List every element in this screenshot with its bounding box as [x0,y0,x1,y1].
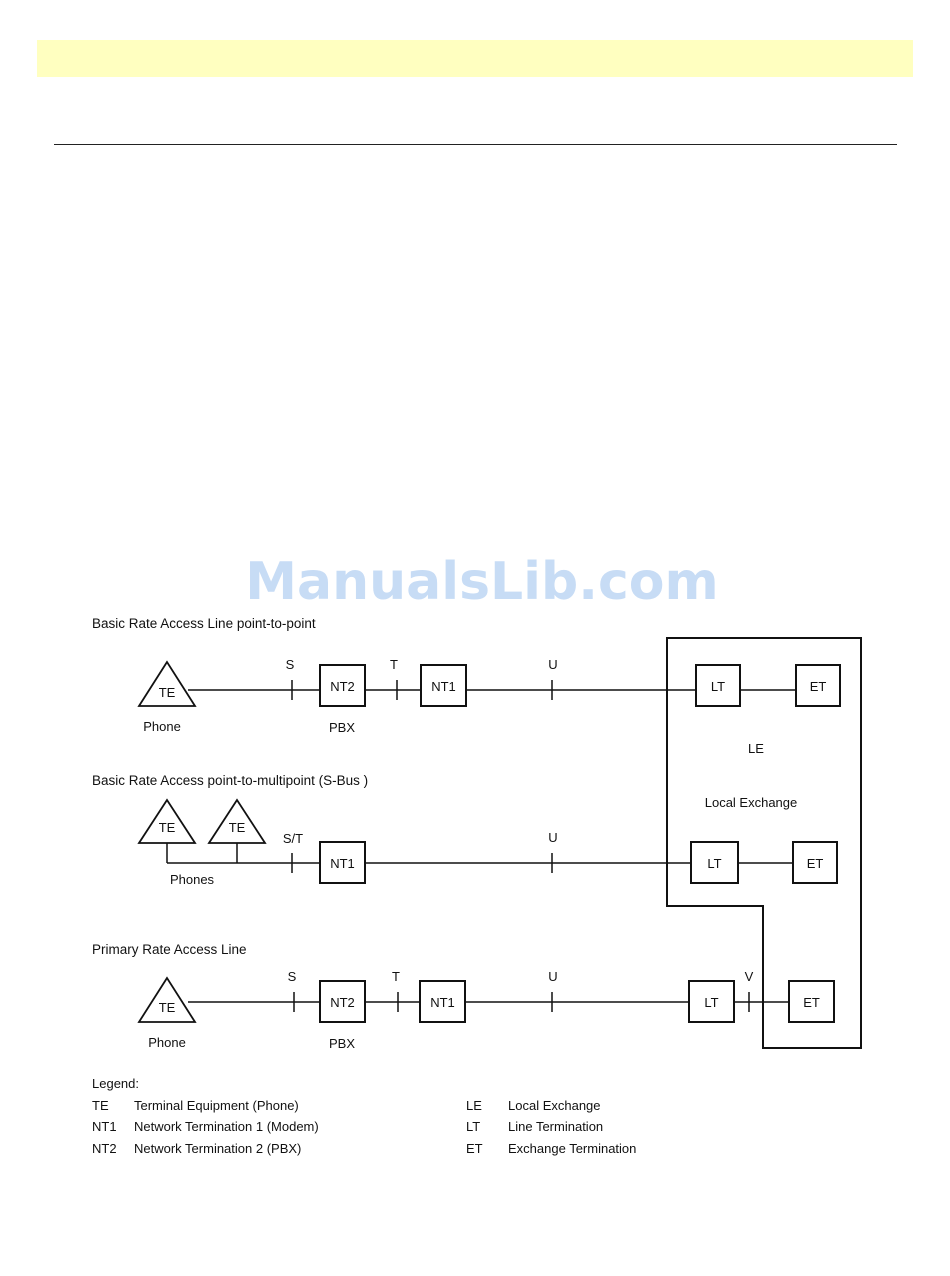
lt-label: LT [707,856,721,871]
legend-desc: Exchange Termination [508,1141,636,1156]
legend-desc: Terminal Equipment (Phone) [134,1098,299,1113]
lt-label: LT [711,679,725,694]
nt1-box: NT1 [420,664,467,707]
nt1-box: NT1 [419,980,466,1023]
legend: Legend: TE Terminal Equipment (Phone) NT… [92,1076,636,1156]
nt1-label: NT1 [330,856,355,871]
legend-desc: Network Termination 1 (Modem) [134,1119,319,1134]
ref-point-t: T [390,657,398,672]
section-title-primary-rate: Primary Rate Access Line [92,942,247,957]
local-exchange-outline [666,637,862,1049]
legend-abbr: NT2 [92,1141,117,1156]
te-label: TE [229,820,246,835]
nt1-box: NT1 [319,841,366,884]
ref-point-t: T [392,969,400,984]
legend-abbr: LE [466,1098,482,1113]
legend-abbr: LT [466,1119,480,1134]
ref-point-s: S [288,969,297,984]
et-label: ET [810,679,827,694]
et-box: ET [795,664,841,707]
nt2-label: NT2 [330,995,355,1010]
te-label: TE [159,820,176,835]
nt1-label: NT1 [431,679,456,694]
header-rule [54,144,897,145]
lt-label: LT [704,995,718,1010]
nt2-box: NT2 [319,664,366,707]
te-label: TE [159,1000,176,1015]
lt-box: LT [688,980,735,1023]
phones-caption: Phones [170,872,215,887]
nt2-box: NT2 [319,980,366,1023]
legend-title: Legend: [92,1076,139,1091]
lt-box: LT [690,841,739,884]
pbx-caption: PBX [329,1036,355,1051]
legend-abbr: NT1 [92,1119,117,1134]
row2-lines [166,843,793,873]
watermark: ManualsLib.com [245,552,719,612]
legend-desc: Local Exchange [508,1098,601,1113]
et-label: ET [803,995,820,1010]
nt1-label: NT1 [430,995,455,1010]
legend-abbr: ET [466,1141,483,1156]
te-terminal: TE [137,798,197,844]
ref-point-st: S/T [283,831,303,846]
te-terminal: TE [137,976,197,1023]
row1-lines [188,680,796,700]
header-band [37,40,913,77]
le-caption: LE [748,741,764,756]
row3-lines [188,992,789,1012]
et-label: ET [807,856,824,871]
et-box: ET [792,841,838,884]
te-label: TE [159,685,176,700]
phone-caption: Phone [148,1035,186,1050]
et-box: ET [788,980,835,1023]
te-terminal: TE [137,660,197,707]
lt-box: LT [695,664,741,707]
ref-point-u: U [548,830,557,845]
ref-point-u: U [548,657,557,672]
nt2-label: NT2 [330,679,355,694]
ref-point-u: U [548,969,557,984]
pbx-caption: PBX [329,720,355,735]
phone-caption: Phone [143,719,181,734]
legend-abbr: TE [92,1098,109,1113]
te-terminal: TE [207,798,267,844]
legend-desc: Line Termination [508,1119,603,1134]
ref-point-s: S [286,657,295,672]
local-exchange-caption: Local Exchange [705,795,798,810]
section-title-point-to-point: Basic Rate Access Line point-to-point [92,616,316,631]
ref-point-v: V [745,969,754,984]
section-title-point-to-multipoint: Basic Rate Access point-to-multipoint (S… [92,773,368,788]
legend-desc: Network Termination 2 (PBX) [134,1141,301,1156]
